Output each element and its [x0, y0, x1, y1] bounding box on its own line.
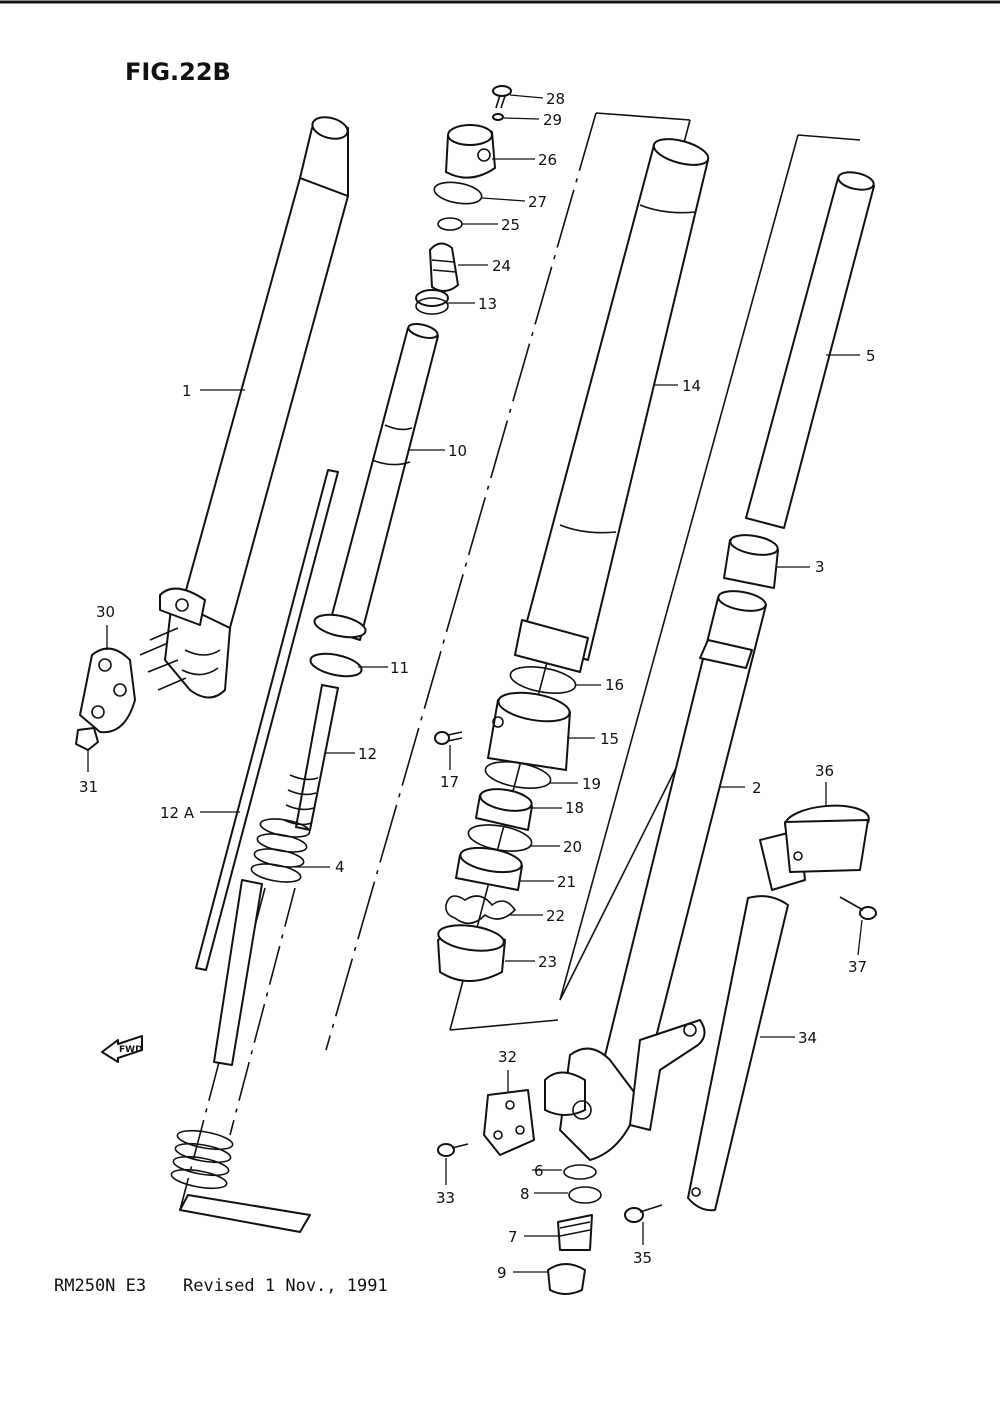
label-part-14: 14: [682, 377, 701, 395]
rebound-spring: [250, 818, 311, 883]
fork-guard-34: [687, 895, 789, 1212]
label-part-12: 12: [358, 745, 377, 763]
label-part-20: 20: [563, 838, 582, 856]
fwd-label: FWD: [119, 1045, 143, 1055]
cap-adjuster: [429, 242, 459, 292]
outer-tube-5: [745, 171, 875, 529]
fork-cap: [445, 124, 496, 179]
washer-6: [563, 1164, 597, 1180]
ring-19: [484, 761, 552, 789]
cap-o-ring: [433, 181, 483, 205]
leader-lines: [87, 94, 863, 1273]
label-part-1: 1: [182, 382, 192, 400]
circlip-22: [445, 895, 517, 925]
label-part-30: 30: [96, 603, 115, 621]
axle-holder: [79, 647, 136, 734]
label-part-13: 13: [478, 295, 497, 313]
slide-bushing-15: [487, 691, 571, 771]
axle-bracket: [544, 1019, 706, 1161]
damper-tube: [327, 323, 439, 641]
oil-seal-16: [509, 666, 577, 694]
cap-bolt: [492, 85, 512, 109]
label-part-24: 24: [492, 257, 511, 275]
seal-21: [455, 846, 523, 891]
lower-spring: [170, 1129, 234, 1190]
inner-tube: [521, 138, 710, 661]
bolt-17: [434, 731, 463, 745]
washer-8: [568, 1186, 602, 1204]
label-part-35: 35: [633, 1249, 652, 1267]
guard-bolt-35: [624, 1204, 663, 1223]
clamp-36: [759, 804, 870, 891]
cap-washer: [492, 113, 504, 121]
figure-title: FIG.22B: [125, 58, 231, 86]
label-part-18: 18: [565, 799, 584, 817]
label-part-17: 17: [440, 773, 459, 791]
label-part-2: 2: [752, 779, 762, 797]
part-labels: 1 2 3 4 5 6 7 8 9 10 11 12 12 A 13 14 15…: [79, 90, 876, 1282]
bushing-18: [475, 788, 533, 831]
label-part-23: 23: [538, 953, 557, 971]
label-part-37: 37: [848, 958, 867, 976]
label-part-31: 31: [79, 778, 98, 796]
clamp-bolt-37: [839, 896, 877, 920]
label-part-25: 25: [501, 216, 520, 234]
label-part-21: 21: [557, 873, 576, 891]
label-part-27: 27: [528, 193, 547, 211]
label-part-32: 32: [498, 1048, 517, 1066]
dust-seal-23: [437, 924, 506, 982]
cap-9: [547, 1263, 586, 1295]
label-part-12a: 12 A: [160, 804, 195, 822]
cap-lock-nut: [415, 289, 449, 315]
outer-tube-bolts: [139, 627, 187, 691]
damper-rod: [283, 684, 339, 831]
label-part-9: 9: [497, 1264, 507, 1282]
label-part-19: 19: [582, 775, 601, 793]
label-part-7: 7: [508, 1228, 518, 1246]
footer-revision: Revised 1 Nov., 1991: [183, 1276, 388, 1296]
cap-small-ring: [437, 217, 463, 231]
label-part-11: 11: [390, 659, 409, 677]
label-part-4: 4: [335, 858, 345, 876]
label-part-26: 26: [538, 151, 557, 169]
label-part-10: 10: [448, 442, 467, 460]
outer-tube: [159, 116, 349, 699]
label-part-3: 3: [815, 558, 825, 576]
inner-tube-seal-area: [514, 619, 589, 673]
label-part-15: 15: [600, 730, 619, 748]
label-part-28: 28: [546, 90, 565, 108]
label-part-6: 6: [534, 1162, 544, 1180]
axle-holder-32: [483, 1089, 535, 1156]
label-part-33: 33: [436, 1189, 455, 1207]
label-part-34: 34: [798, 1029, 817, 1047]
right-group-frame: [559, 134, 861, 1001]
label-part-5: 5: [866, 347, 876, 365]
label-part-8: 8: [520, 1185, 530, 1203]
label-part-16: 16: [605, 676, 624, 694]
footer-model: RM250N E3: [54, 1276, 146, 1296]
label-part-29: 29: [543, 111, 562, 129]
label-part-36: 36: [815, 762, 834, 780]
long-rod: [195, 469, 339, 971]
guide-bushing-3: [723, 534, 779, 589]
lower-rod: [213, 879, 263, 1066]
label-part-22: 22: [546, 907, 565, 925]
bolt-7: [557, 1214, 593, 1251]
holder-bolt-33: [437, 1143, 469, 1157]
holder-nut: [75, 727, 99, 751]
fwd-arrow-icon: FWD: [101, 1035, 143, 1063]
damper-ring: [309, 613, 367, 678]
